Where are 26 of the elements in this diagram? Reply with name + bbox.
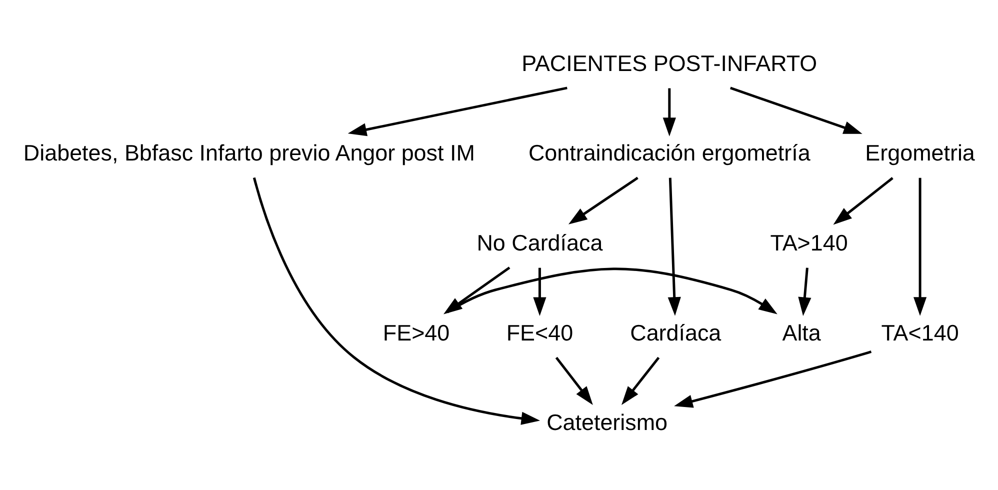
arrow: [568, 176, 638, 224]
arrow: [729, 86, 862, 134]
node-text: Cateterismo: [546, 410, 668, 436]
node-text: FE>40: [382, 320, 450, 346]
arrow: [554, 356, 592, 405]
node-text: No Cardíaca: [476, 230, 602, 256]
node-text: Diabetes, Bbfasc Infarto previo Angor post IM: [22, 140, 474, 166]
arrow: [798, 268, 811, 316]
arrow: [532, 268, 546, 316]
node-text: TA<140: [880, 320, 958, 346]
arrow: [912, 178, 926, 316]
node-text: Alta: [782, 320, 820, 346]
arrow: [674, 350, 872, 408]
node-text: PACIENTES POST-INFARTO: [521, 50, 817, 76]
node-text: Cardíaca: [630, 320, 721, 346]
node-text: Contraindicación ergometría: [528, 140, 810, 166]
node-text: TA>140: [770, 230, 848, 256]
arrow: [446, 268, 777, 314]
arrow: [347, 86, 567, 136]
arrow: [832, 177, 893, 225]
arrow: [662, 88, 676, 136]
node-text: FE<40: [506, 320, 573, 346]
arrow: [620, 356, 660, 405]
arrow: [667, 178, 680, 316]
node-text: Ergometria: [864, 140, 974, 166]
arrow: [252, 177, 540, 425]
